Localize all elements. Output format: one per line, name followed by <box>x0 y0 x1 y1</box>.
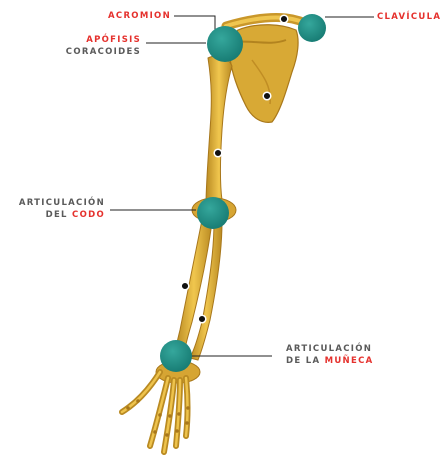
label-codo-line1: ARTICULACIÓN <box>19 197 105 209</box>
label-muneca-line2: DE LA MUÑECA <box>286 355 374 367</box>
marker-ulna <box>181 282 189 290</box>
label-coracoides: CORACOIDES <box>66 46 141 58</box>
marker-radius <box>198 315 206 323</box>
joint-clavicle-end <box>298 14 326 42</box>
label-apofisis: APÓFISIS <box>66 34 141 46</box>
label-muneca-dela: DE LA <box>286 356 320 366</box>
joint-shoulder <box>207 26 243 62</box>
label-codo-line2: DEL CODO <box>19 209 105 221</box>
humerus <box>206 56 232 204</box>
label-clavicula: CLAVÍCULA <box>377 11 441 23</box>
label-articulacion-codo: ARTICULACIÓN DEL CODO <box>19 197 105 221</box>
joint-elbow <box>197 197 229 229</box>
hand-bones <box>122 372 188 452</box>
label-muneca-line1: ARTICULACIÓN <box>286 343 374 355</box>
label-codo-word: CODO <box>72 210 105 220</box>
marker-scapula <box>263 92 271 100</box>
marker-humerus <box>214 149 222 157</box>
label-muneca-word: MUÑECA <box>325 356 374 366</box>
marker-clavicle <box>280 15 288 23</box>
label-codo-del: DEL <box>46 210 68 220</box>
label-acromion: ACROMION <box>108 10 171 22</box>
leader-acromion <box>174 16 215 30</box>
label-articulacion-muneca: ARTICULACIÓN DE LA MUÑECA <box>286 343 374 367</box>
joint-wrist <box>160 340 192 372</box>
label-apofisis-coracoides: APÓFISIS CORACOIDES <box>66 34 141 58</box>
